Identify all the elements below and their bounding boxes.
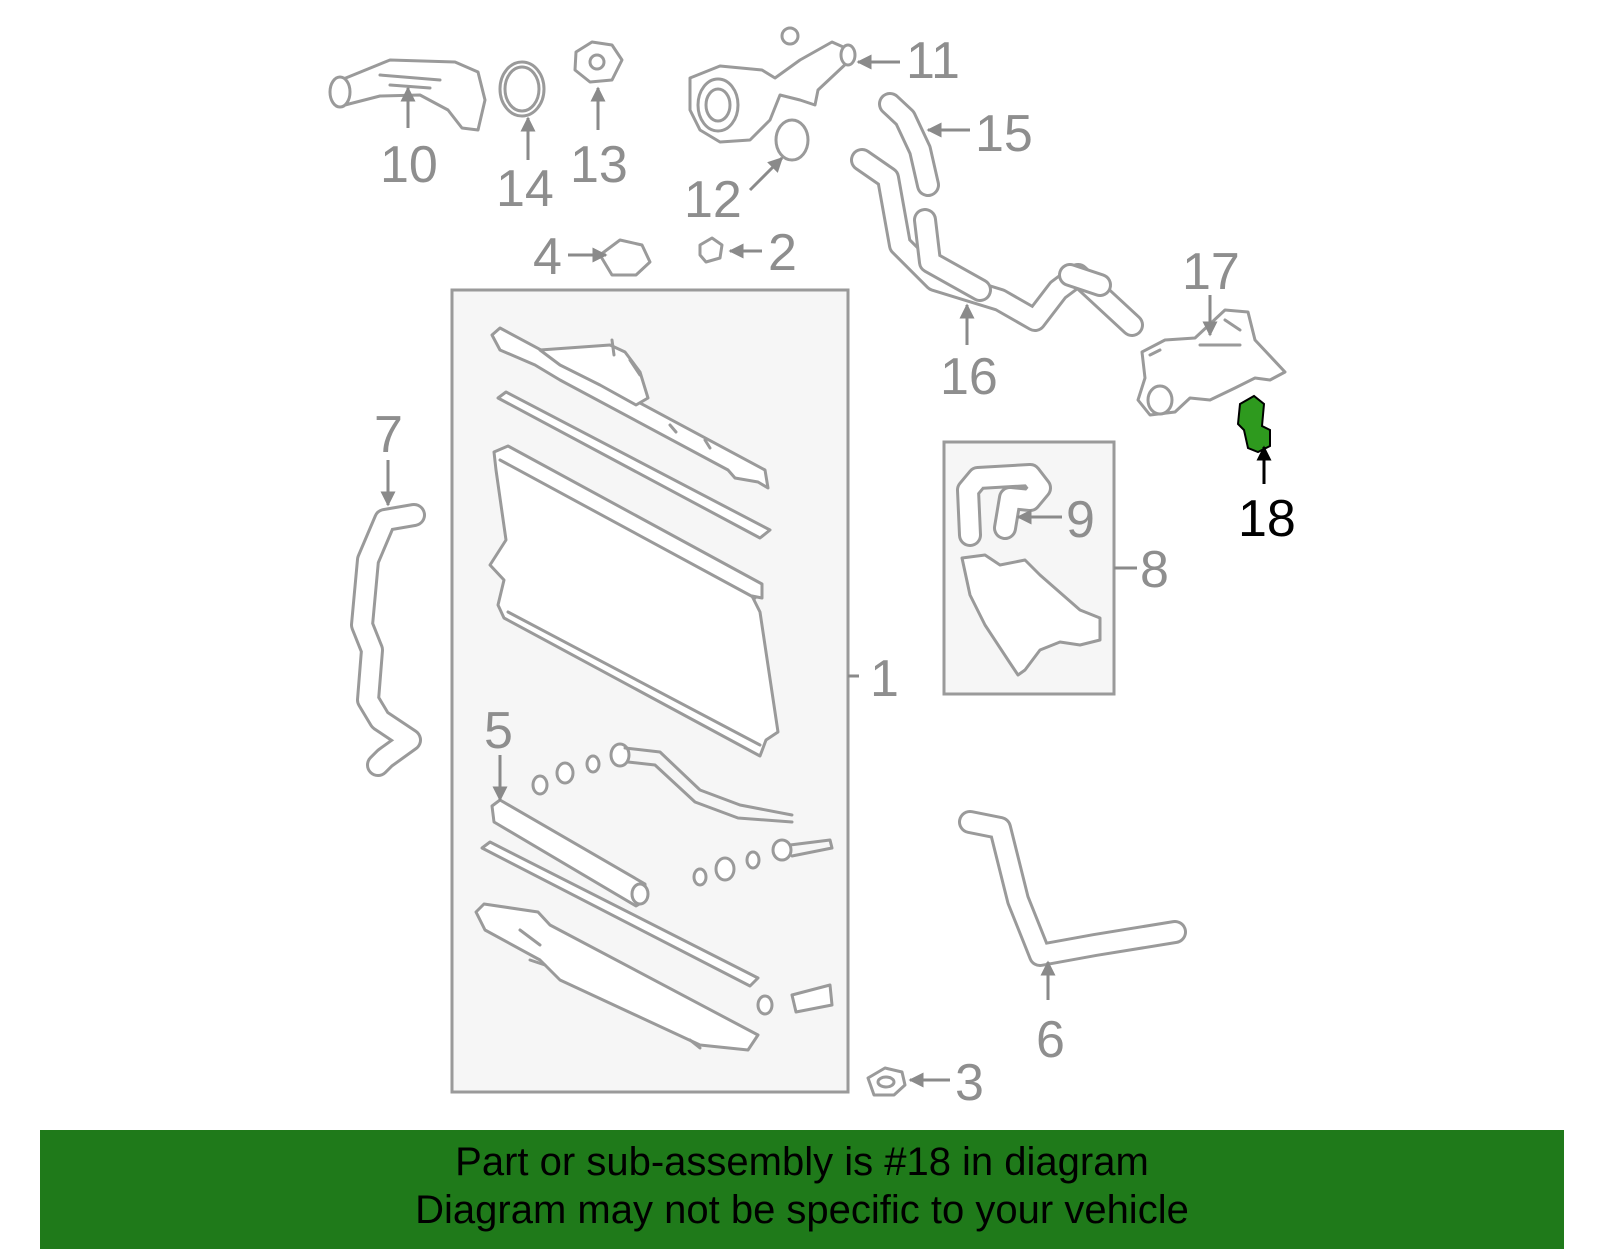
callout-3: 3	[955, 1054, 984, 1112]
radiator-upper-gasket	[496, 390, 772, 540]
callout-17: 17	[1182, 243, 1240, 301]
water-bypass-pipe	[850, 148, 1144, 337]
oil-cooler-fittings	[531, 742, 834, 1016]
callout-18: 18	[1238, 490, 1296, 548]
water-outlet-housing-17	[1136, 308, 1287, 417]
callout-16: 16	[940, 348, 998, 406]
radiator-lower-gasket	[480, 840, 760, 988]
reserve-tank	[960, 553, 1102, 677]
callout-14: 14	[496, 160, 554, 218]
callout-1: 1	[870, 650, 899, 708]
reserve-tank-hose	[956, 463, 1052, 547]
parts-diagram: 1 2 3 4 5 6 7 8 9 10 11 12 13 14 15 16 1…	[328, 26, 1296, 1112]
banner-part-text: Part or sub-assembly is #18 in diagram	[455, 1140, 1149, 1184]
water-outlet-housing	[688, 26, 857, 144]
callout-4: 4	[533, 228, 562, 286]
temperature-sensor-highlight[interactable]	[1236, 394, 1271, 454]
callout-13: 13	[570, 136, 628, 194]
callout-labels: 1 2 3 4 5 6 7 8 9 10 11 12 13 14 15 16 1…	[374, 32, 1296, 1112]
part-info-banner: Part or sub-assembly is #18 in diagram D…	[40, 1130, 1564, 1249]
callout-5: 5	[484, 702, 513, 760]
outlet-o-ring	[774, 118, 810, 162]
radiator-upper-tank	[490, 326, 770, 490]
thermostat	[573, 40, 624, 84]
mount-bushing	[866, 1066, 907, 1097]
callout-7: 7	[374, 406, 403, 464]
radiator-lower-tank	[474, 902, 760, 1052]
callout-6: 6	[1036, 1011, 1065, 1069]
callout-12: 12	[684, 171, 742, 229]
lower-radiator-hose	[958, 810, 1187, 967]
radiator-core	[488, 444, 780, 758]
callout-15: 15	[975, 105, 1033, 163]
callout-10: 10	[380, 136, 438, 194]
callout-8: 8	[1140, 541, 1169, 599]
radiator-cap	[598, 238, 652, 277]
callout-9: 9	[1066, 491, 1095, 549]
callout-2: 2	[768, 224, 797, 282]
leader-lines	[380, 54, 1272, 1088]
gasket-ring	[498, 60, 546, 118]
callout-11: 11	[906, 32, 960, 90]
bypass-hose	[878, 92, 940, 197]
drain-cock	[698, 236, 724, 264]
banner-disclaimer-text: Diagram may not be specific to your vehi…	[415, 1188, 1189, 1232]
upper-radiator-hose	[350, 503, 426, 777]
